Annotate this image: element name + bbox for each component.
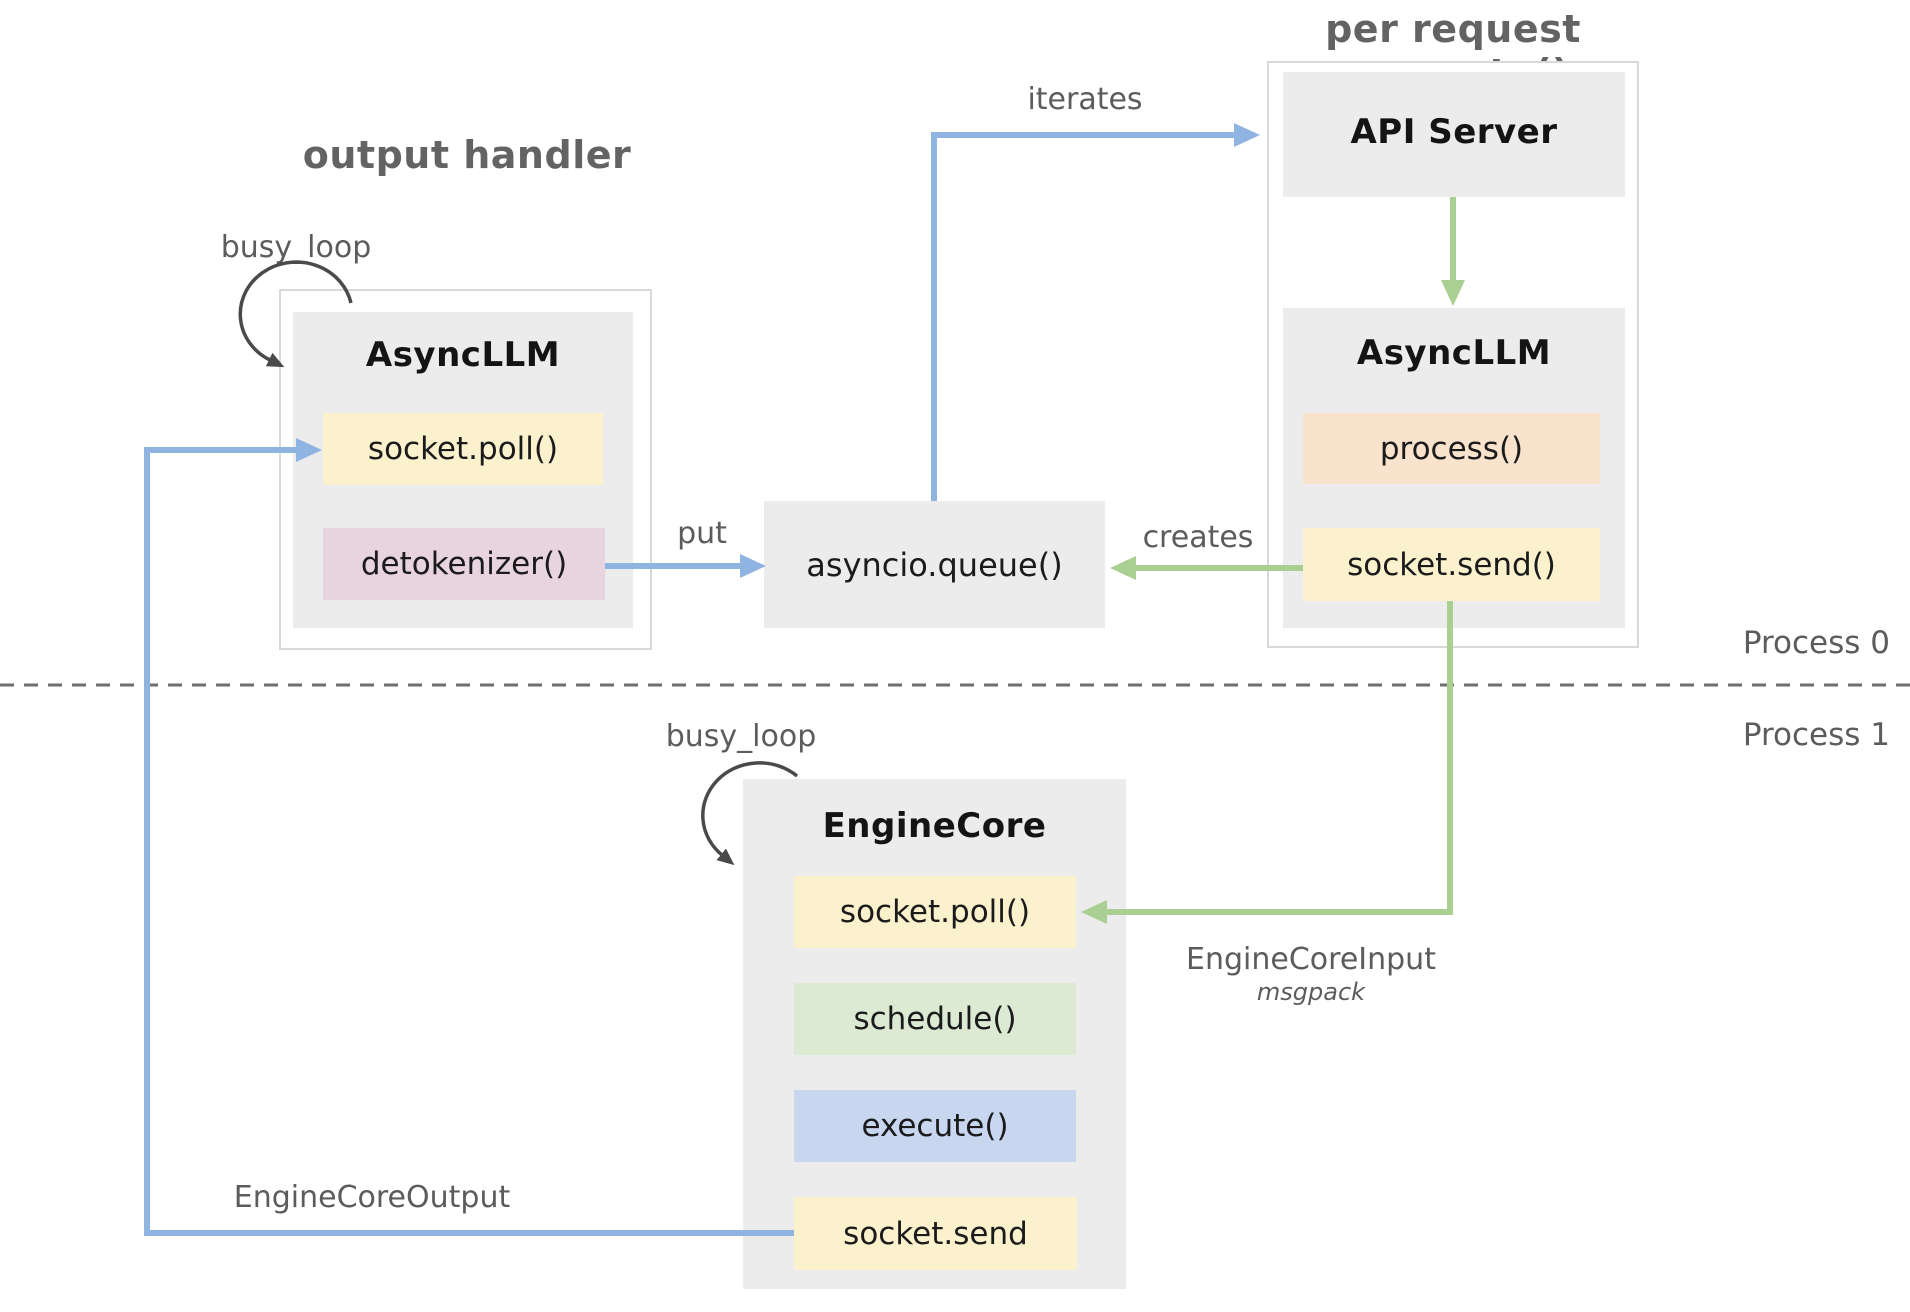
async-llm-right-title: AsyncLLM [1356,333,1552,373]
put-label: put [677,516,727,551]
output-handler-title: output handler [302,133,632,177]
engine-socket-poll-chip: socket.poll() [794,876,1076,948]
process-0-label: Process 0 [1742,625,1890,661]
iterates-arrow [931,123,1260,501]
api-server-title: API Server [1350,112,1558,152]
engine-core-input-label: EngineCoreInput [1186,942,1436,977]
process-chip: process() [1303,413,1600,484]
engine-core-title: EngineCore [822,806,1047,846]
msgpack-label: msgpack [1256,978,1366,1006]
busy-loop-label-left: busy_loop [220,230,372,265]
busy-loop-label-engine: busy_loop [665,719,817,754]
schedule-chip: schedule() [794,983,1076,1055]
process-1-label: Process 1 [1742,717,1890,753]
iterates-label: iterates [1027,82,1143,117]
asyncio-queue-block: asyncio.queue() [764,501,1105,628]
right-socket-send-chip: socket.send() [1303,528,1600,601]
engine-core-output-label: EngineCoreOutput [233,1180,511,1215]
engine-socket-send-chip: socket.send [794,1197,1077,1270]
left-socket-poll-chip: socket.poll() [323,413,603,485]
async-llm-left-title: AsyncLLM [365,335,561,375]
detokenizer-chip: detokenizer() [323,528,605,600]
api-server-block [1283,72,1625,197]
creates-label: creates [1142,520,1254,555]
execute-chip: execute() [794,1090,1076,1162]
